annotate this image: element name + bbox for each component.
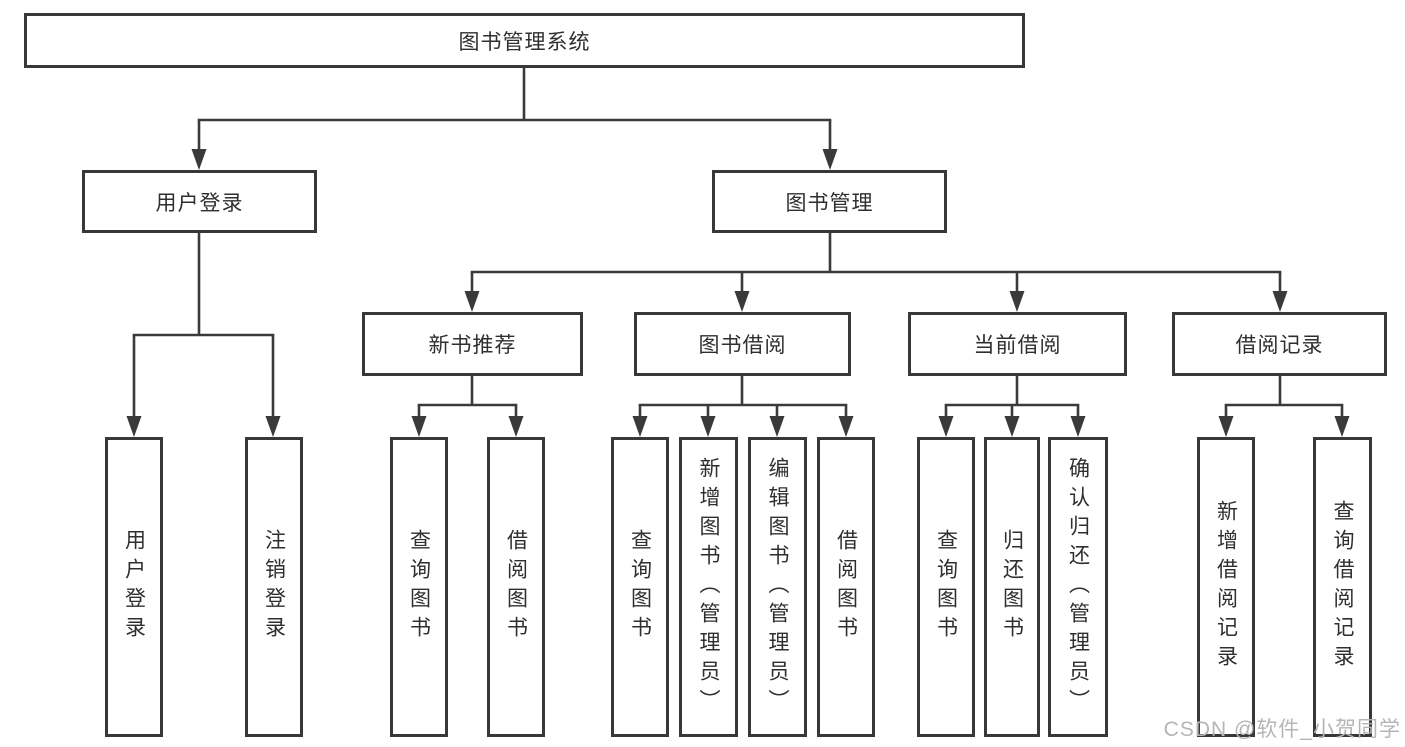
leaf-bookborrow-borrow: 借阅图书 (817, 437, 875, 737)
leaf-bookborrow-add: 新增图书（管理员） (679, 437, 738, 737)
node-new-book-recommend-label: 新书推荐 (428, 334, 517, 357)
leaf-newbook-query: 查询图书 (390, 437, 448, 737)
connector-root-to-level2 (191, 68, 838, 170)
node-book-management-label: 图书管理 (785, 191, 874, 215)
leaf-currentborrow-query: 查询图书 (917, 437, 975, 737)
connector-borrowrecord-to-leaves (1218, 376, 1350, 437)
node-borrow-record: 借阅记录 (1172, 312, 1387, 376)
leaf-bookborrow-borrow-label: 借阅图书 (834, 529, 858, 645)
leaf-bookborrow-add-label: 新增图书（管理员） (697, 456, 720, 718)
node-new-book-recommend: 新书推荐 (362, 312, 583, 376)
connector-bookmgmt-to-level3 (464, 233, 1288, 312)
connector-currentborrow-to-leaves (938, 376, 1086, 437)
leaf-user-login-label: 用户登录 (122, 529, 146, 645)
leaf-record-query-label: 查询借阅记录 (1331, 500, 1354, 674)
leaf-record-add: 新增借阅记录 (1197, 437, 1255, 737)
node-current-borrow: 当前借阅 (908, 312, 1127, 376)
node-root-label: 图书管理系统 (458, 30, 591, 54)
leaf-bookborrow-edit-label: 编辑图书（管理员） (766, 456, 789, 718)
leaf-currentborrow-query-label: 查询图书 (934, 529, 958, 645)
node-root-library-system: 图书管理系统 (24, 13, 1025, 68)
connector-userlogin-to-leaves (126, 233, 281, 437)
leaf-newbook-borrow: 借阅图书 (487, 437, 545, 737)
node-user-login-label: 用户登录 (155, 191, 244, 215)
leaf-bookborrow-query-label: 查询图书 (628, 529, 652, 645)
leaf-record-query: 查询借阅记录 (1313, 437, 1372, 737)
leaf-logout-label: 注销登录 (262, 529, 286, 645)
leaf-record-add-label: 新增借阅记录 (1214, 500, 1238, 674)
node-user-login: 用户登录 (82, 170, 317, 233)
leaf-newbook-borrow-label: 借阅图书 (504, 529, 528, 645)
node-borrow-record-label: 借阅记录 (1235, 334, 1324, 357)
leaf-bookborrow-edit: 编辑图书（管理员） (748, 437, 807, 737)
node-book-borrow-label: 图书借阅 (698, 334, 787, 357)
node-book-borrow: 图书借阅 (634, 312, 851, 376)
leaf-currentborrow-confirm: 确认归还（管理员） (1048, 437, 1108, 737)
leaf-newbook-query-label: 查询图书 (407, 529, 431, 645)
leaf-logout: 注销登录 (245, 437, 303, 737)
leaf-user-login: 用户登录 (105, 437, 163, 737)
leaf-bookborrow-query: 查询图书 (611, 437, 669, 737)
leaf-currentborrow-return: 归还图书 (984, 437, 1040, 737)
connector-bookborrow-to-leaves (632, 376, 854, 437)
csdn-watermark: CSDN @软件_小贺同学 (1163, 718, 1401, 741)
leaf-currentborrow-confirm-label: 确认归还（管理员） (1066, 456, 1090, 718)
leaf-currentborrow-return-label: 归还图书 (1000, 529, 1024, 645)
node-book-management: 图书管理 (712, 170, 947, 233)
connector-newbook-to-leaves (411, 376, 524, 437)
node-current-borrow-label: 当前借阅 (973, 334, 1062, 357)
